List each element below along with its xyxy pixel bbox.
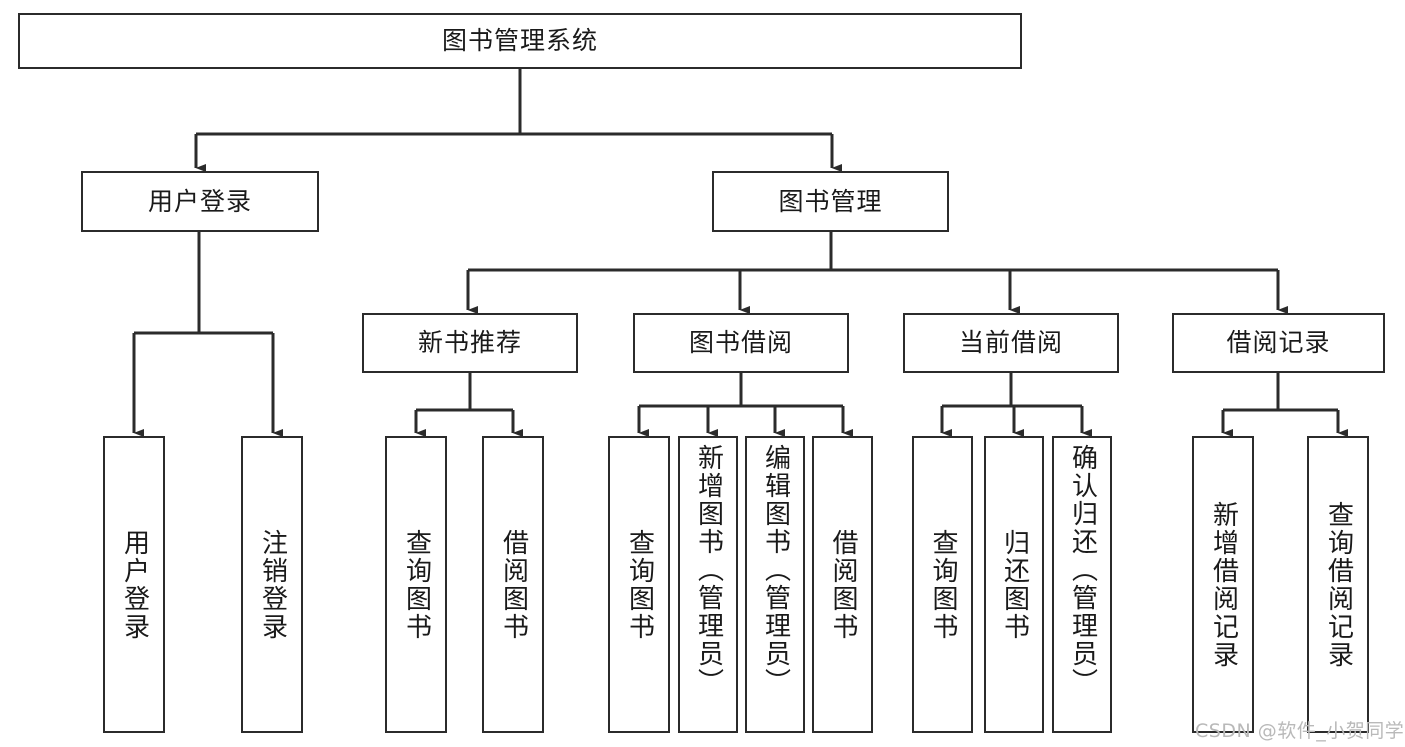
node-leaf-add-book[interactable]: 新增图书（管理员） <box>678 436 738 733</box>
node-leaf-borrow-book-1[interactable]: 借阅图书 <box>482 436 544 733</box>
node-book-manage-label: 图书管理 <box>778 186 883 216</box>
node-leaf-query-book-1[interactable]: 查询图书 <box>385 436 447 733</box>
node-borrow-record[interactable]: 借阅记录 <box>1172 313 1385 373</box>
node-leaf-query-book-2[interactable]: 查询图书 <box>608 436 670 733</box>
node-leaf-edit-book[interactable]: 编辑图书（管理员） <box>745 436 805 733</box>
node-leaf-add-record[interactable]: 新增借阅记录 <box>1192 436 1254 733</box>
csdn-watermark: CSDN @软件_小贺同学 <box>1195 720 1405 742</box>
node-current-borrow[interactable]: 当前借阅 <box>903 313 1119 373</box>
node-leaf-borrow-book-2[interactable]: 借阅图书 <box>812 436 873 733</box>
node-book-borrow[interactable]: 图书借阅 <box>633 313 849 373</box>
node-leaf-query-book-3[interactable]: 查询图书 <box>912 436 973 733</box>
node-leaf-return-book[interactable]: 归还图书 <box>984 436 1044 733</box>
node-leaf-confirm-return[interactable]: 确认归还（管理员） <box>1052 436 1112 733</box>
node-book-borrow-label: 图书借阅 <box>688 328 793 358</box>
node-book-manage[interactable]: 图书管理 <box>712 171 949 232</box>
node-root-label: 图书管理系统 <box>441 26 598 56</box>
node-leaf-return-book-label: 归还图书 <box>999 528 1030 641</box>
node-leaf-add-book-label: 新增图书（管理员） <box>693 444 724 696</box>
node-leaf-edit-book-label: 编辑图书（管理员） <box>760 444 791 696</box>
node-root[interactable]: 图书管理系统 <box>18 13 1022 69</box>
node-leaf-borrow-book-1-label: 借阅图书 <box>498 528 529 641</box>
node-user-login[interactable]: 用户登录 <box>81 171 319 232</box>
node-leaf-query-book-2-label: 查询图书 <box>624 528 655 641</box>
node-leaf-query-record[interactable]: 查询借阅记录 <box>1307 436 1369 733</box>
node-new-book-recommend[interactable]: 新书推荐 <box>362 313 578 373</box>
node-current-borrow-label: 当前借阅 <box>958 328 1063 358</box>
node-leaf-borrow-book-2-label: 借阅图书 <box>828 528 859 641</box>
node-leaf-confirm-return-label: 确认归还（管理员） <box>1067 444 1098 696</box>
node-leaf-user-login-label: 用户登录 <box>119 528 150 641</box>
node-borrow-record-label: 借阅记录 <box>1226 328 1331 358</box>
node-leaf-query-book-1-label: 查询图书 <box>401 528 432 641</box>
node-leaf-logout-label: 注销登录 <box>257 528 288 641</box>
node-user-login-label: 用户登录 <box>147 186 252 216</box>
node-leaf-logout[interactable]: 注销登录 <box>241 436 303 733</box>
node-leaf-query-record-label: 查询借阅记录 <box>1323 500 1354 669</box>
node-leaf-query-book-3-label: 查询图书 <box>928 528 959 641</box>
node-new-book-recommend-label: 新书推荐 <box>417 328 522 358</box>
node-leaf-user-login[interactable]: 用户登录 <box>103 436 165 733</box>
node-leaf-add-record-label: 新增借阅记录 <box>1208 500 1239 669</box>
